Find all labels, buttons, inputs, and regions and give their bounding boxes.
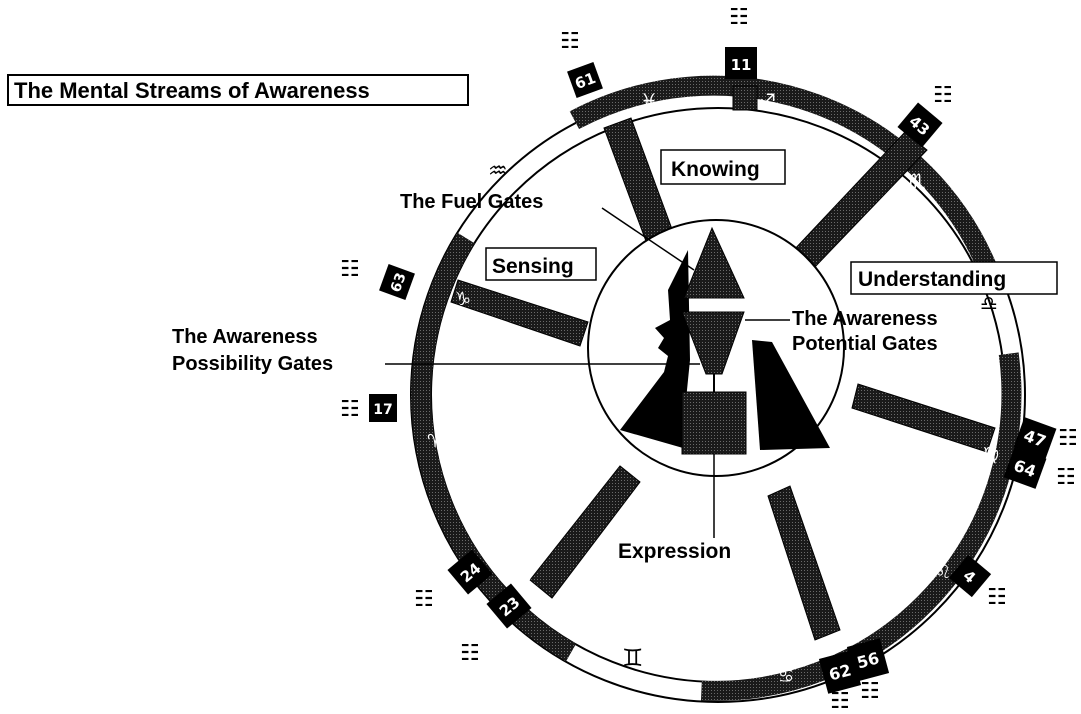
svg-text:17: 17 (373, 402, 392, 418)
gate-17: 17 (369, 394, 397, 422)
hexagram-63-icon: ☷ (340, 257, 360, 282)
hexagram-56-icon: ☷ (860, 679, 880, 704)
expression-label: Expression (618, 540, 731, 563)
aquarius-icon: ♒ (488, 159, 508, 184)
fuel-gates-label: The Fuel Gates (400, 191, 543, 213)
stream-understanding: Understanding (858, 268, 1006, 291)
hexagram-17-icon: ☷ (340, 397, 360, 422)
gate-61: 61 (567, 62, 603, 98)
spoke-43 (792, 132, 927, 270)
capricorn-icon: ♑ (455, 289, 471, 310)
hexagram-62-icon: ☷ (830, 689, 850, 714)
page-title: The Mental Streams of Awareness (14, 78, 370, 103)
gate-63: 63 (379, 264, 415, 300)
gemini-icon: ♊ (622, 644, 644, 672)
scorpio-icon: ♏ (908, 169, 926, 193)
hexagram-4-icon: ☷ (987, 585, 1007, 610)
stream-knowing: Knowing (671, 158, 760, 181)
spoke-63 (451, 280, 588, 346)
potential-gates-label-2: Potential Gates (792, 333, 938, 355)
throat-center (682, 392, 746, 454)
hexagram-64-icon: ☷ (1056, 465, 1076, 490)
potential-gates-label-1: The Awareness (792, 308, 938, 330)
aries-icon: ♈ (427, 431, 443, 452)
taurus-icon: ♉ (518, 566, 534, 587)
hexagram-61-icon: ☷ (560, 29, 580, 54)
sagittarius-icon: ♐ (758, 89, 776, 113)
possibility-gates-label-1: The Awareness (172, 326, 318, 348)
spoke-11 (733, 86, 757, 110)
hexagram-11-icon: ☷ (729, 5, 749, 30)
pisces-icon: ♓ (640, 89, 658, 113)
virgo-icon: ♍ (983, 444, 999, 465)
leo-icon: ♌ (935, 562, 951, 583)
hexagram-43-icon: ☷ (933, 83, 953, 108)
spoke-23 (530, 466, 640, 598)
stream-sensing: Sensing (492, 255, 574, 278)
cancer-icon: ♋ (778, 666, 794, 687)
spoke-47 (852, 384, 995, 452)
gate-11: 11 (725, 47, 757, 79)
hexagram-23-icon: ☷ (460, 641, 480, 666)
svg-text:11: 11 (731, 56, 752, 74)
possibility-gates-label-2: Possibility Gates (172, 353, 333, 375)
spoke-62 (768, 486, 840, 640)
hexagram-47-icon: ☷ (1058, 426, 1078, 451)
hexagram-24-icon: ☷ (414, 587, 434, 612)
